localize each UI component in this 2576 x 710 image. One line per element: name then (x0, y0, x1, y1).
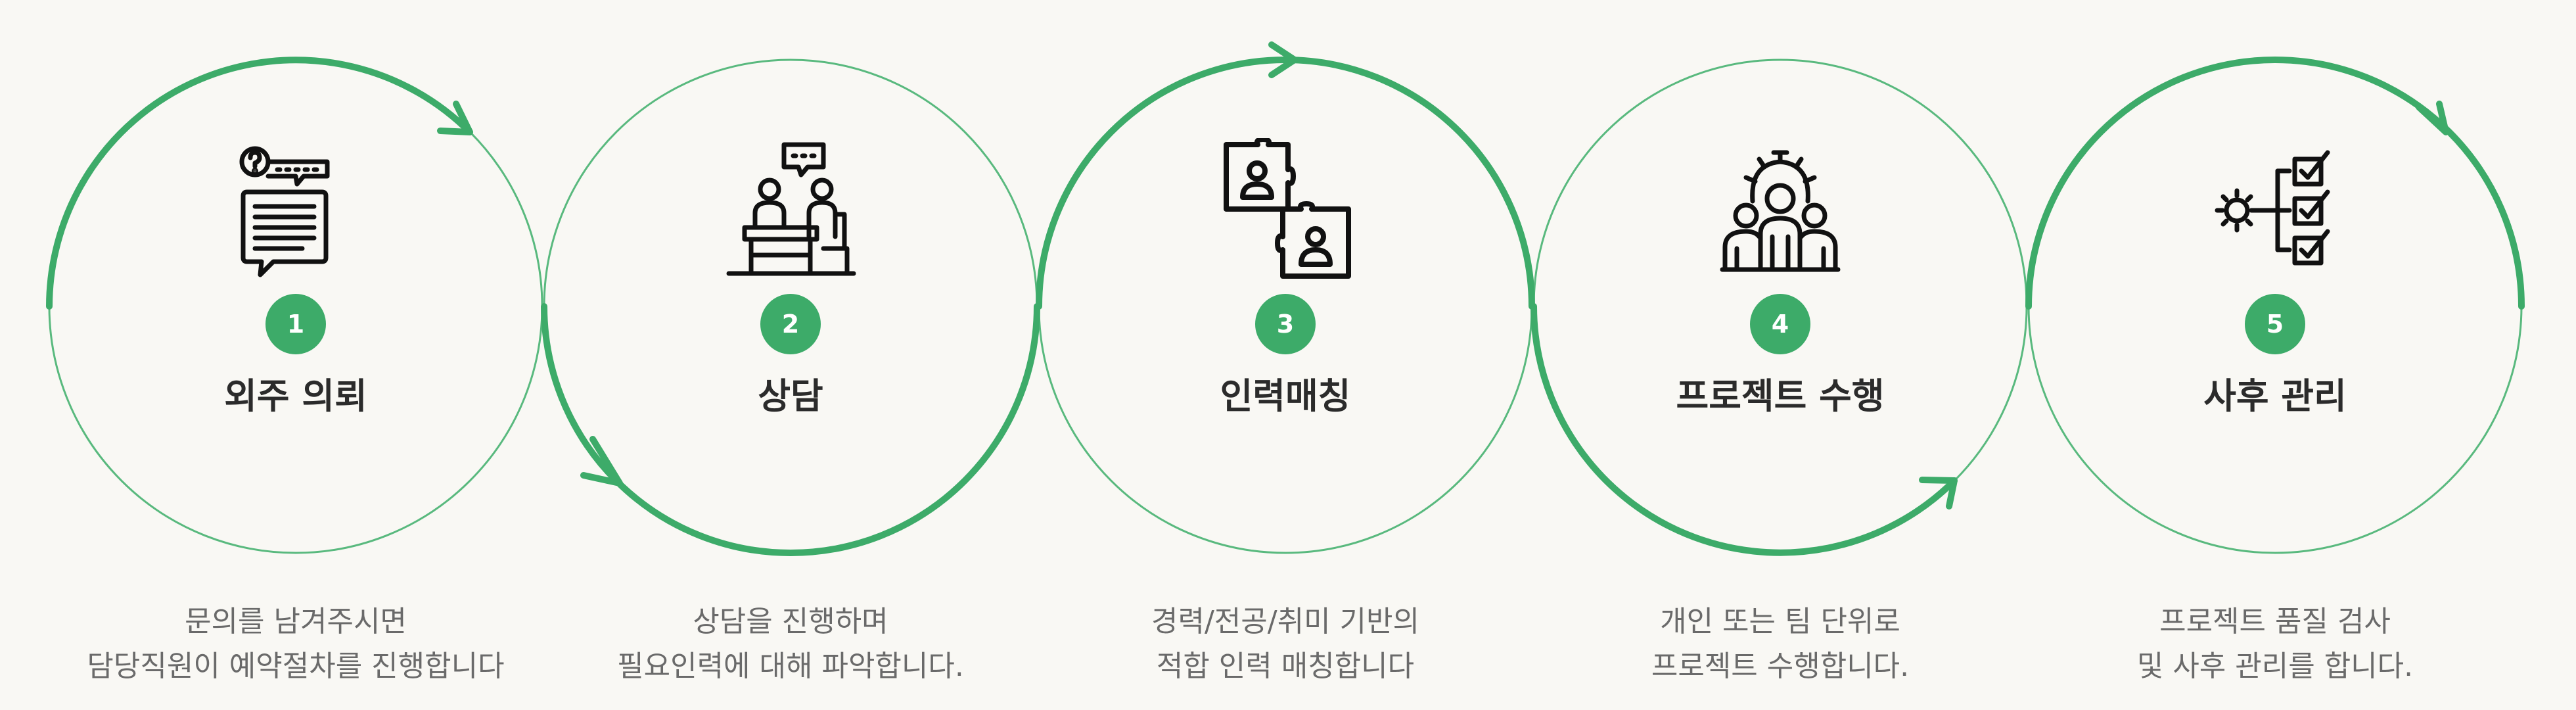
step-4-progress-arc (1530, 303, 1958, 556)
arrowhead-3 (1268, 41, 1298, 78)
step-title: 상담 (758, 375, 823, 417)
step-description-line-2: 담당직원이 예약절차를 진행합니다 (87, 650, 505, 683)
step-title: 외주 의뢰 (224, 375, 367, 417)
step-description: 상담을 진행하며 필요인력에 대해 파악합니다. (541, 600, 1040, 689)
arrowhead-5 (2416, 101, 2449, 135)
step-description-line-1: 경력/전공/취미 기반의 (1151, 605, 1419, 638)
step-description-line-2: 적합 인력 매칭합니다 (1156, 650, 1415, 683)
step-title: 프로젝트 수행 (1676, 375, 1885, 417)
step-1-progress-arc (46, 57, 473, 310)
step-description: 개인 또는 팀 단위로 프로젝트 수행합니다. (1530, 600, 2030, 689)
step-title: 인력매칭 (1220, 375, 1351, 417)
step-description-line-1: 문의를 남겨주시면 (185, 605, 407, 638)
process-step-1: 1 외주 의뢰 문의를 남겨주시면 담당직원이 예약절차를 진행합니다 (46, 0, 545, 710)
step-description-line-1: 프로젝트 품질 검사 (2159, 605, 2391, 638)
step-description: 문의를 남겨주시면 담당직원이 예약절차를 진행합니다 (46, 600, 545, 689)
question-chat-document-icon (230, 138, 361, 283)
arrowhead-2 (580, 436, 623, 486)
arrowhead-1 (437, 101, 473, 135)
puzzle-people-icon (1220, 138, 1351, 283)
consultation-desk-icon (725, 138, 856, 283)
step-title: 사후 관리 (2203, 375, 2347, 417)
process-step-2: 2 상담 상담을 진행하며 필요인력에 대해 파악합니다. (541, 0, 1040, 710)
step-description-line-1: 개인 또는 팀 단위로 (1660, 605, 1900, 638)
step-description: 경력/전공/취미 기반의 적합 인력 매칭합니다 (1036, 600, 1535, 689)
team-gear-icon (1714, 138, 1846, 283)
process-step-3: 3 인력매칭 경력/전공/취미 기반의 적합 인력 매칭합니다 (1036, 0, 1535, 710)
step-number-badge: 2 (760, 294, 821, 354)
process-step-4: 4 프로젝트 수행 개인 또는 팀 단위로 프로젝트 수행합니다. (1530, 0, 2030, 710)
step-description-line-2: 프로젝트 수행합니다. (1651, 650, 1910, 683)
gear-checklist-icon (2209, 138, 2341, 283)
step-3-progress-arc (1036, 57, 1535, 310)
step-description-line-1: 상담을 진행하며 (693, 605, 888, 638)
step-number-badge: 1 (265, 294, 326, 354)
step-5-progress-arc (2025, 57, 2525, 310)
step-description: 프로젝트 품질 검사 및 사후 관리를 합니다. (2025, 600, 2525, 689)
step-number-badge: 5 (2245, 294, 2305, 354)
step-number-badge: 4 (1750, 294, 1810, 354)
step-description-line-2: 필요인력에 대해 파악합니다. (617, 650, 964, 683)
step-number-badge: 3 (1255, 294, 1316, 354)
arrowhead-4 (1919, 477, 1958, 509)
step-2-progress-arc (541, 303, 1040, 556)
step-description-line-2: 및 사후 관리를 합니다. (2136, 650, 2414, 683)
process-step-5: 5 사후 관리 프로젝트 품질 검사 및 사후 관리를 합니다. (2025, 0, 2525, 710)
